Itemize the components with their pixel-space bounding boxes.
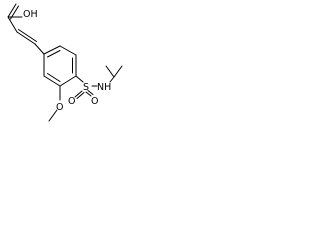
carboxyl-oh-label: OH (23, 9, 38, 20)
ring-bond-4 (59, 75, 77, 87)
ring-to-sulfur-bond (75, 75, 84, 83)
alkene-double-bond-b (18, 29, 37, 42)
carboxyl-co-bond (7, 3, 17, 18)
sulfur-oxygen-left-bond (74, 90, 83, 98)
sulfur-oxygen-right-double-bond (87, 90, 94, 95)
nitrogen-to-isopropyl-bond (109, 76, 115, 83)
methoxy-o-to-ch3-bond (48, 109, 58, 122)
ring-bond-2 (59, 45, 77, 56)
sulfonamide-group (74, 65, 123, 99)
ring-inner-bond-3 (47, 73, 61, 82)
methoxy-group (48, 85, 61, 122)
ring-inner-bond-1 (47, 50, 61, 58)
sulfur-oxygen-left-double-bond (76, 92, 85, 99)
methoxy-oxygen-label: O (56, 102, 63, 113)
sulfonyl-oxygen-left-label: O (68, 96, 75, 107)
alkene-double-bond-a (16, 31, 36, 45)
isopropyl-methyl-bond-b (113, 65, 123, 78)
benzene-ring (43, 45, 77, 87)
sulfur-label: S (83, 82, 89, 93)
ring-bond-1 (43, 45, 61, 55)
ring-bond-5 (43, 75, 61, 87)
sulfonyl-oxygen-right-label: O (91, 96, 98, 107)
molecule-diagram: OH O S O O NH (7, 3, 123, 122)
amide-nh-label: NH (97, 82, 111, 93)
carboxylic-acid-group (7, 3, 23, 33)
isopropyl-methyl-bond-a (105, 65, 115, 78)
alkene-linker (16, 29, 45, 55)
sulfur-oxygen-right-bond (85, 91, 92, 97)
alkene-to-ring-bond (34, 43, 45, 55)
carboxyl-to-alkene-bond (7, 16, 18, 33)
